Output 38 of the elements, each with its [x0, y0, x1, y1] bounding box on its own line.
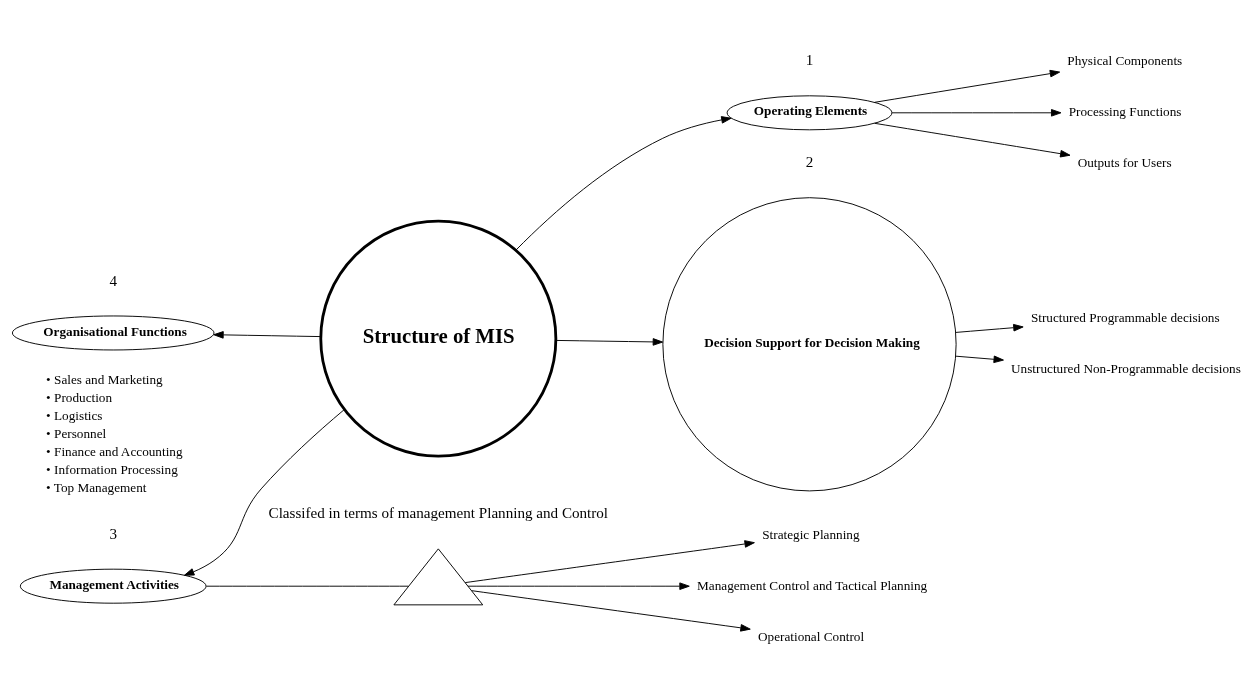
node-text: Strategic Planning: [762, 526, 860, 542]
label: • Logistics: [46, 408, 103, 424]
node-label: 1: [805, 52, 814, 69]
label: • Personnel: [46, 426, 107, 442]
node-circle: Decision Support for Decision Making: [662, 197, 957, 492]
node-text: Operational Control: [758, 628, 865, 644]
node-text: Physical Components: [1067, 53, 1183, 69]
label: • Production: [46, 390, 113, 406]
arrow: [183, 409, 345, 576]
node-text: Unstructured Non-Programmable decisions: [1011, 361, 1241, 377]
arrow: [874, 122, 1071, 158]
arrow: [464, 540, 755, 584]
node-text: Management Control and Tactical Planning: [697, 577, 928, 593]
label: • Sales and Marketing: [46, 372, 163, 388]
arrow: [874, 69, 1061, 103]
arrow: [471, 590, 751, 632]
node-ellipse: Operating Elements: [726, 95, 893, 131]
node-circle: Structure of MIS: [319, 219, 558, 458]
arrow: [891, 109, 1062, 117]
node-label: Classifed in terms of management Planning and Control: [268, 504, 609, 521]
label: • Top Management: [46, 479, 147, 495]
connector: [205, 585, 409, 587]
arrow: [555, 338, 664, 346]
label: • Information Processing: [46, 461, 178, 477]
node-triangle: [393, 548, 484, 606]
node-label: 4: [109, 272, 117, 289]
arrow: [467, 582, 690, 590]
arrow: [955, 323, 1024, 333]
node-text: Structured Programmable decisions: [1030, 310, 1220, 326]
node-text: Outputs for Users: [1077, 155, 1172, 171]
node-text: Processing Functions: [1068, 104, 1182, 120]
arrow: [515, 116, 732, 251]
node-label: 2: [805, 154, 814, 171]
arrow: [955, 355, 1004, 364]
node-label: 3: [109, 525, 117, 542]
arrow: [213, 331, 321, 339]
node-ellipse: Organisational Functions: [11, 315, 215, 351]
label: • Finance and Accounting: [46, 443, 183, 459]
